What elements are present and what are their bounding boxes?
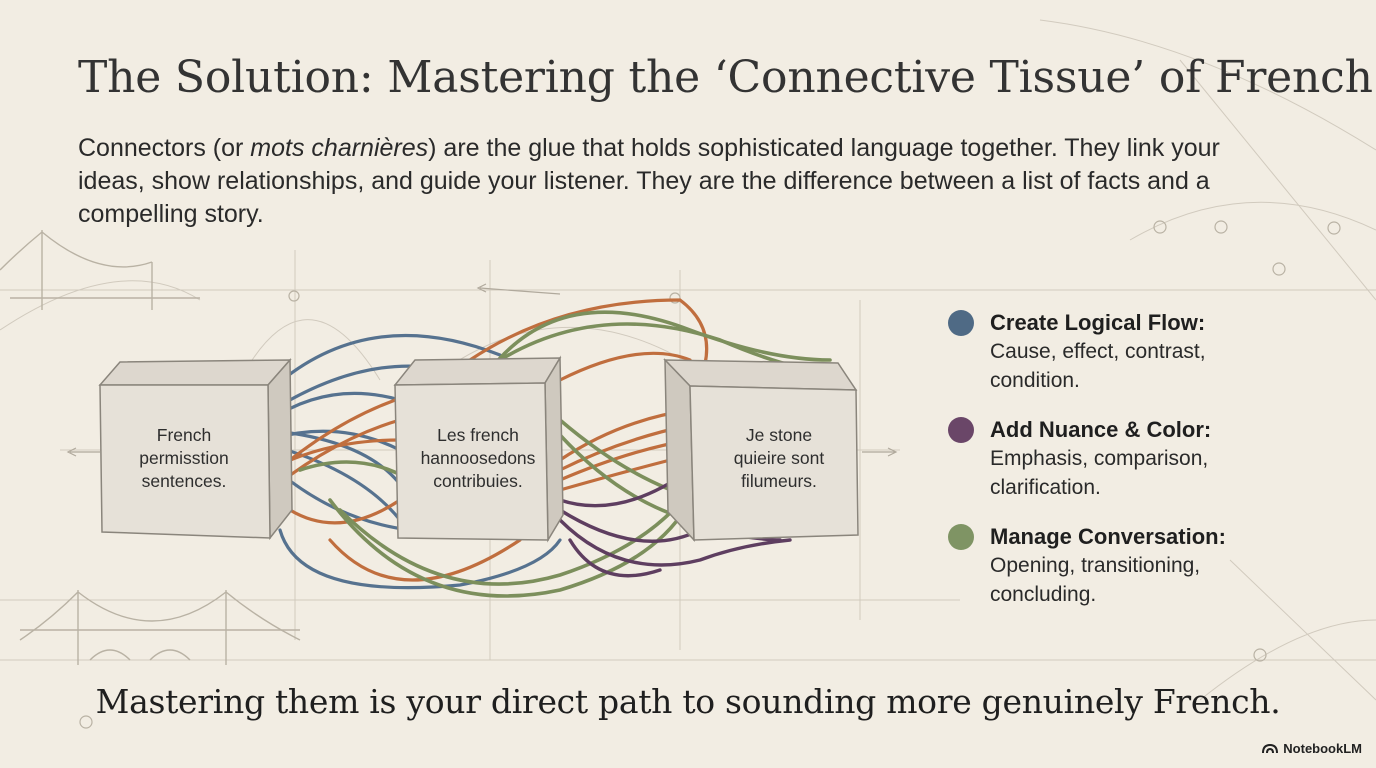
notebooklm-logo-icon [1262, 743, 1279, 754]
benefit-title: Manage Conversation: [990, 524, 1226, 549]
intro-paragraph: Connectors (or mots charnières) are the … [78, 132, 1268, 231]
block-1-line-2: permisstion [139, 448, 229, 468]
block-3-line-3: filumeurs. [741, 471, 817, 491]
brand-name: NotebookLM [1283, 741, 1362, 756]
block-3-line-2: quieire sont [733, 448, 825, 468]
benefit-title: Add Nuance & Color: [990, 417, 1212, 442]
page-title: The Solution: Mastering the ‘Connective … [78, 52, 1373, 103]
bridge-sketch-icon [0, 230, 301, 665]
brand-watermark: NotebookLM [1262, 741, 1362, 756]
benefits-list: Create Logical Flow: Cause, effect, cont… [948, 308, 1308, 629]
block-1-line-1: French [156, 425, 212, 445]
purple-dot-icon [948, 417, 974, 443]
benefit-title: Create Logical Flow: [990, 310, 1206, 335]
block-1-line-3: sentences. [141, 471, 227, 491]
intro-emphasis: mots charnières [250, 134, 429, 162]
benefit-desc-line-2: concluding. [990, 583, 1097, 606]
stone-block-3 [663, 358, 859, 542]
stone-block-2 [393, 355, 564, 543]
blue-dot-icon [948, 310, 974, 336]
block-2-line-1: Les french [437, 425, 519, 445]
intro-text-start: Connectors (or [78, 134, 251, 162]
benefit-logical-flow: Create Logical Flow: Cause, effect, cont… [948, 308, 1308, 395]
benefit-desc-line-1: Cause, effect, contrast, [990, 340, 1206, 363]
green-dot-icon [948, 524, 974, 550]
block-2-line-2: hannoosedons [420, 448, 536, 468]
stone-block-1 [98, 358, 293, 541]
conclusion-text: Mastering them is your direct path to so… [95, 682, 1281, 721]
benefit-manage-conversation: Manage Conversation: Opening, transition… [948, 522, 1308, 609]
block-1-label: French permisstion sentences. [119, 424, 249, 493]
block-3-label: Je stone quieire sont filumeurs. [714, 424, 844, 493]
benefit-desc-line-2: clarification. [990, 476, 1101, 499]
benefit-desc-line-1: Emphasis, comparison, [990, 447, 1209, 470]
block-3-line-1: Je stone [745, 425, 813, 445]
block-2-label: Les french hannoosedons contribuies. [408, 424, 548, 493]
intro-text-end: ) are the glue that holds sophisticated … [78, 134, 1220, 228]
benefit-desc-line-1: Opening, transitioning, [990, 554, 1201, 577]
benefit-desc-line-2: condition. [990, 369, 1080, 392]
stone-blocks [98, 355, 859, 543]
benefit-nuance-color: Add Nuance & Color: Emphasis, comparison… [948, 415, 1308, 502]
block-2-line-3: contribuies. [433, 471, 523, 491]
